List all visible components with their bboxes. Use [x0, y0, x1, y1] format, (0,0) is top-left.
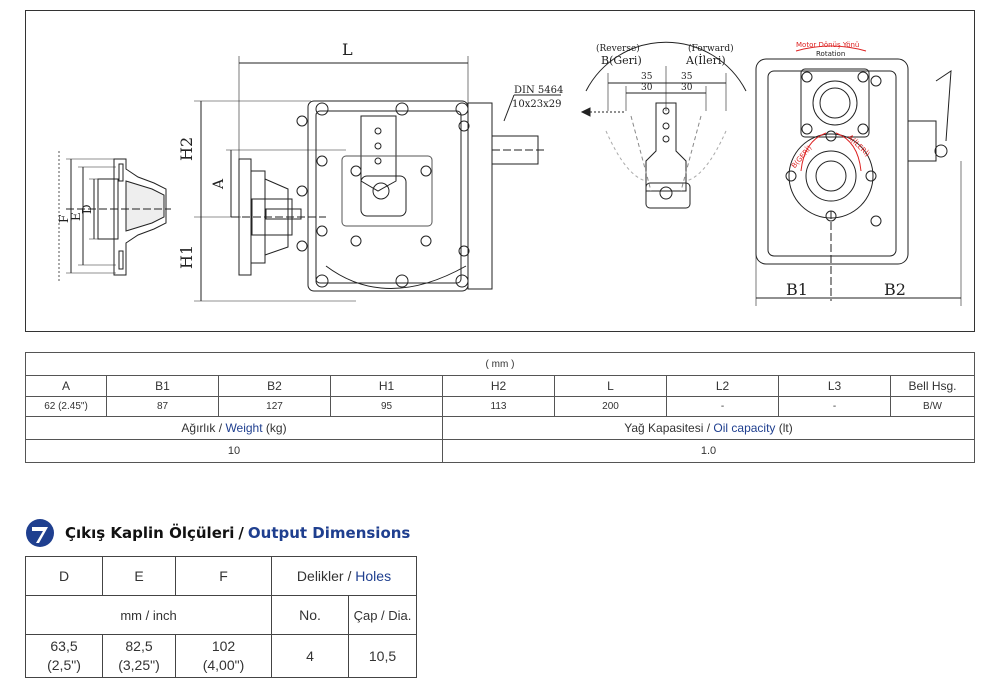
- D-value: 63,5 (2,5"): [25, 634, 103, 678]
- technical-drawing: L H2 H1 A F E D B1 B2 DIN 5464 10x23x29 …: [25, 10, 975, 332]
- weight-label-en: Weight: [225, 421, 263, 435]
- a-ileri-rotation-label: A(İLERİ): [846, 133, 872, 159]
- unit-row: mm / inch: [25, 595, 272, 635]
- dim-E-label: E: [69, 212, 83, 221]
- motor-rotation-label: Motor Dönüş Yönü: [796, 41, 859, 49]
- oil-label-en: Oil capacity: [713, 421, 776, 435]
- holes-label-en: Holes: [355, 568, 392, 584]
- output-coupling-section: [58, 151, 171, 281]
- spec-header: B1: [106, 375, 219, 397]
- spec-unit: ( mm ): [25, 352, 975, 376]
- weight-unit: (kg): [265, 421, 287, 435]
- din-label: DIN 5464: [514, 85, 563, 96]
- spec-value: 127: [218, 396, 331, 417]
- D-mm: 63,5: [50, 638, 78, 654]
- forward-label: (Forward): [688, 43, 734, 54]
- dim-B2-label: B2: [884, 280, 906, 299]
- spec-value: 62 (2.45"): [25, 396, 107, 417]
- dim-35-left: 35: [641, 72, 653, 82]
- spec-value: -: [778, 396, 891, 417]
- spec-header: H2: [442, 375, 555, 397]
- dim-35-right: 35: [681, 72, 693, 82]
- holes-header: Delikler / Holes: [271, 556, 417, 596]
- spec-value: 200: [554, 396, 667, 417]
- output-dimensions-title: Çıkış Kaplin Ölçüleri / Output Dimension…: [25, 516, 410, 550]
- spec-value: 95: [330, 396, 443, 417]
- drawing-canvas: L H2 H1 A F E D B1 B2 DIN 5464 10x23x29 …: [57, 40, 962, 306]
- spec-header: L2: [666, 375, 779, 397]
- dim-H2-label: H2: [177, 137, 196, 161]
- E-value: 82,5 (3,25"): [102, 634, 176, 678]
- dim-30-right: 30: [681, 83, 693, 93]
- holes-label-tr: Delikler /: [296, 568, 352, 584]
- spec-header: A: [25, 375, 107, 397]
- output-dimensions-table: D E F Delikler / Holes mm / inch No. Çap…: [25, 556, 417, 678]
- a-ileri-label: A(İleri): [685, 53, 726, 67]
- holes-dia-value: 10,5: [348, 634, 417, 678]
- col-F-header: F: [175, 556, 272, 596]
- E-mm: 82,5: [125, 638, 153, 654]
- output-title-tr: Çıkış Kaplin Ölçüleri: [65, 524, 235, 542]
- spec-value: 113: [442, 396, 555, 417]
- oil-header: Yağ Kapasitesi / Oil capacity (lt): [442, 416, 975, 440]
- dim-B1-label: B1: [786, 280, 808, 299]
- dim-D-label: D: [80, 204, 94, 214]
- spec-table: ( mm ) A B1 B2 H1 H2 L L2 L3 Bell Hsg. 6…: [25, 352, 975, 463]
- spec-header: B2: [218, 375, 331, 397]
- dim-L-label: L: [342, 40, 353, 59]
- spec-value: 87: [106, 396, 219, 417]
- dim-H1-label: H1: [177, 245, 196, 269]
- dim-30-left: 30: [641, 83, 653, 93]
- col-D-header: D: [25, 556, 103, 596]
- gearbox-end-view: [755, 45, 962, 306]
- weight-label-tr: Ağırlık /: [181, 421, 223, 435]
- F-mm: 102: [211, 638, 236, 654]
- spline-label: 10x23x29: [512, 99, 561, 110]
- holes-no-header: No.: [271, 595, 349, 635]
- oil-unit: (lt): [778, 421, 793, 435]
- dim-A-label: A: [211, 178, 227, 190]
- holes-no-value: 4: [271, 634, 349, 678]
- shift-lever-view: [580, 41, 747, 209]
- b-geri-label: B(Geri): [601, 54, 642, 67]
- spec-header: L3: [778, 375, 891, 397]
- weight-header: Ağırlık / Weight (kg): [25, 416, 443, 440]
- brand-logo-icon: [26, 519, 54, 547]
- spec-value: -: [666, 396, 779, 417]
- spec-value: B/W: [890, 396, 975, 417]
- rotation-label: Rotation: [816, 50, 845, 58]
- F-value: 102 (4,00"): [175, 634, 272, 678]
- col-E-header: E: [102, 556, 176, 596]
- spec-header: L: [554, 375, 667, 397]
- spec-header: H1: [330, 375, 443, 397]
- weight-value: 10: [25, 439, 443, 463]
- dim-F-label: F: [57, 215, 71, 223]
- output-title-en: Output Dimensions: [247, 524, 411, 542]
- oil-label-tr: Yağ Kapasitesi /: [624, 421, 711, 435]
- gearbox-side-view: [194, 56, 561, 302]
- spec-header: Bell Hsg.: [890, 375, 975, 397]
- oil-value: 1.0: [442, 439, 975, 463]
- output-title-sep: /: [238, 524, 244, 542]
- reverse-label: (Reverse): [596, 43, 640, 54]
- holes-dia-header: Çap / Dia.: [348, 595, 417, 635]
